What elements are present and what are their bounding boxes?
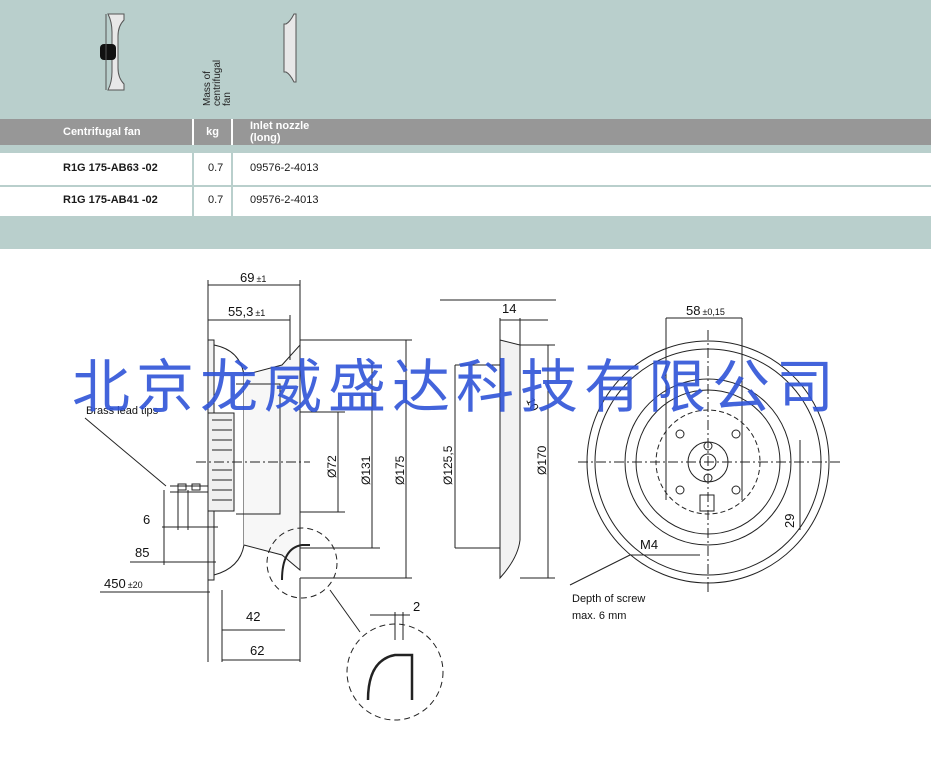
header-nozzle: Inlet nozzle (long) bbox=[233, 119, 931, 145]
fan-section-icon bbox=[100, 13, 125, 91]
dim-29: 29 bbox=[782, 514, 797, 528]
dim-42: 42 bbox=[246, 609, 260, 624]
dim-62: 62 bbox=[250, 643, 264, 658]
row-model: R1G 175-AB41 -02 bbox=[63, 194, 158, 206]
header-fan: Centrifugal fan bbox=[0, 119, 192, 145]
dim-14: 14 bbox=[502, 301, 516, 316]
dim-6: 6 bbox=[143, 512, 150, 527]
dim-72: Ø72 bbox=[325, 455, 339, 478]
dim-85: 85 bbox=[135, 545, 149, 560]
table-footer-band bbox=[0, 216, 931, 249]
dim-170: Ø170 bbox=[535, 445, 549, 475]
dim-58: 58±0,15 bbox=[686, 303, 725, 318]
dim-175: Ø175 bbox=[393, 455, 407, 485]
header-gap-band bbox=[0, 145, 931, 153]
dim-125: Ø125,5 bbox=[441, 445, 455, 485]
row-model: R1G 175-AB63 -02 bbox=[63, 162, 158, 174]
dim-131: Ø131 bbox=[359, 455, 373, 485]
depth-label-2: max. 6 mm bbox=[572, 610, 626, 622]
row-nozzle: 09576-2-4013 bbox=[250, 162, 319, 174]
depth-label-1: Depth of screw bbox=[572, 593, 645, 605]
table-row: R1G 175-AB63 -02 0.7 09576-2-4013 bbox=[0, 153, 931, 187]
brass-lead-label: Brass lead tips bbox=[86, 405, 159, 417]
header-kg: kg bbox=[194, 119, 231, 145]
nozzle-icon bbox=[283, 13, 297, 83]
mass-header-label: Mass of centrifugal fan bbox=[202, 59, 233, 106]
table-row: R1G 175-AB41 -02 0.7 09576-2-4013 bbox=[0, 187, 931, 216]
dim-450: 450±20 bbox=[104, 576, 143, 591]
row-nozzle: 09576-2-4013 bbox=[250, 194, 319, 206]
row-kg: 0.7 bbox=[208, 162, 224, 174]
dim-55: 55,3±1 bbox=[228, 304, 265, 319]
table-header-band bbox=[0, 0, 931, 119]
technical-drawing: 69±1 55,3±1 14 58±0,15 10 Ø72 Ø131 Ø175 … bbox=[84, 270, 840, 721]
dim-2: 2 bbox=[413, 599, 420, 614]
dim-m4: M4 bbox=[640, 537, 658, 552]
dim-69: 69±1 bbox=[240, 270, 266, 285]
dim-10: 10 bbox=[523, 395, 541, 413]
row-kg: 0.7 bbox=[208, 194, 224, 206]
watermark-text: 北京龙威盛达科技有限公司 bbox=[72, 353, 841, 421]
